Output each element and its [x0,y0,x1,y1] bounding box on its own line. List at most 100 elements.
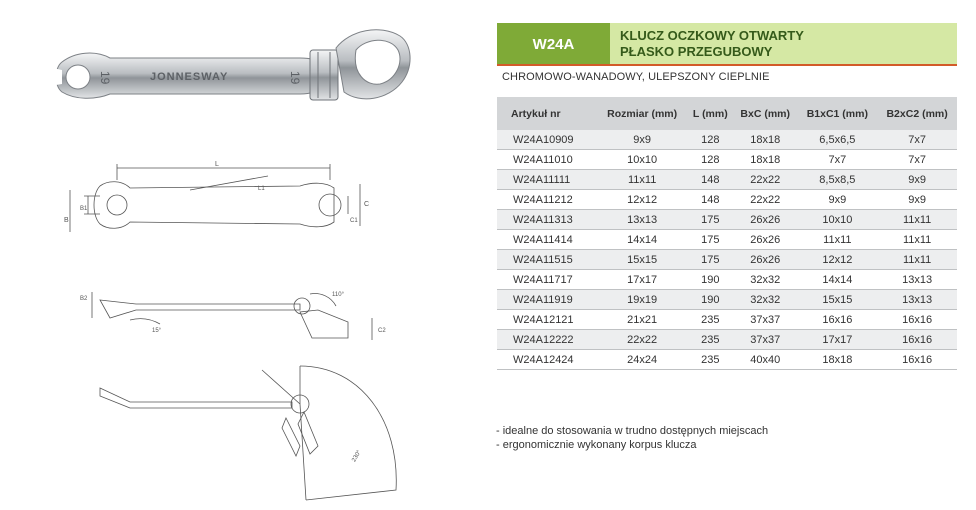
table-cell: 148 [687,169,733,190]
table-cell: 18x18 [732,149,798,170]
table-cell: 12x12 [797,249,878,270]
table-cell: 22x22 [732,189,798,210]
table-cell: 13x13 [877,269,957,290]
table-cell: 17x17 [596,269,688,290]
dim-label-b1: B1 [80,206,88,212]
angle-label-230: 230° [351,449,363,463]
table-cell: 26x26 [732,249,798,270]
col-header-size: Rozmiar (mm) [596,97,688,130]
table-cell: 148 [687,189,733,210]
brand-engraving: JONNESWAY [150,71,228,83]
rotation-drawing [99,365,397,501]
table-cell: 235 [687,349,733,370]
wrench-photo: JONNESWAY 19 19 [23,29,411,101]
table-cell: 8,5x8,5 [797,169,878,190]
table-cell: 14x14 [596,229,688,250]
table-cell: 12x12 [596,189,688,210]
table-cell: 22x22 [596,329,688,350]
table-cell: 16x16 [877,329,957,350]
col-header-b2xc2: B2xC2 (mm) [877,97,957,130]
table-cell: 26x26 [732,229,798,250]
accent-divider [497,64,957,66]
table-cell: 22x22 [732,169,798,190]
table-cell: 18x18 [732,130,798,150]
table-cell: W24A12222 [497,329,597,350]
table-cell: W24A11212 [497,189,597,210]
table-cell: 128 [687,149,733,170]
table-cell: 235 [687,329,733,350]
table-cell: 37x37 [732,329,798,350]
col-header-article: Artykuł nr [497,97,597,130]
table-cell: 6,5x6,5 [797,130,878,150]
spec-table: Artykuł nr Rozmiar (mm) L (mm) BxC (mm) … [497,97,957,370]
table-cell: 32x32 [732,289,798,310]
table-cell: 10x10 [797,209,878,230]
table-cell: W24A11414 [497,229,597,250]
table-cell: W24A11111 [497,169,597,190]
dim-label-c2: C2 [378,328,386,334]
dim-label-l: L [215,161,219,168]
table-cell: 26x26 [732,209,798,230]
table-cell: 11x11 [797,229,878,250]
dim-label-l1: L1 [258,186,265,192]
side-view-drawing [91,292,373,340]
table-cell: 7x7 [877,149,957,170]
table-cell: 10x10 [596,149,688,170]
table-cell: W24A11313 [497,209,597,230]
table-cell: W24A12121 [497,309,597,330]
table-cell: 7x7 [797,149,878,170]
table-cell: 7x7 [877,130,957,150]
dim-label-c: C [364,201,369,208]
table-cell: 175 [687,209,733,230]
table-cell: 24x24 [596,349,688,370]
table-cell: 40x40 [732,349,798,370]
size-engraving-right: 19 [288,71,302,85]
angle-label-110: 110° [332,292,345,298]
table-cell: 13x13 [596,209,688,230]
table-cell: 15x15 [797,289,878,310]
table-cell: 11x11 [877,249,957,270]
table-cell: 11x11 [596,169,688,190]
table-cell: 9x9 [596,130,688,150]
table-cell: 190 [687,269,733,290]
feature-list: - idealne do stosowania w trudno dostępn… [496,424,768,452]
table-header-row: Artykuł nr Rozmiar (mm) L (mm) BxC (mm) … [497,97,957,130]
table-cell: 16x16 [877,349,957,370]
table-cell: 9x9 [797,189,878,210]
table-cell: W24A11717 [497,269,597,290]
table-cell: 235 [687,309,733,330]
angle-label-15: 15° [152,328,162,334]
table-cell: 9x9 [877,169,957,190]
product-title-line1: KLUCZ OCZKOWY OTWARTY [620,28,804,43]
table-cell: 13x13 [877,289,957,310]
col-header-length: L (mm) [687,97,733,130]
product-title-line2: PŁASKO PRZEGUBOWY [620,44,773,59]
table-cell: 11x11 [877,229,957,250]
dim-label-b: B [64,217,69,224]
top-view-drawing [69,164,361,232]
col-header-b1xc1: B1xC1 (mm) [797,97,878,130]
table-cell: 128 [687,130,733,150]
table-cell: 14x14 [797,269,878,290]
dim-label-b2: B2 [80,296,88,302]
table-cell: 37x37 [732,309,798,330]
table-cell: 17x17 [797,329,878,350]
table-cell: 11x11 [877,209,957,230]
wrench-drawings: JONNESWAY 19 19 L B B1 C C1 L1 B2 C2 15°… [23,29,411,501]
table-cell: 18x18 [797,349,878,370]
product-title: KLUCZ OCZKOWY OTWARTY PŁASKO PRZEGUBOWY [610,23,957,65]
feature-item: - ergonomicznie wykonany korpus klucza [496,439,697,451]
table-cell: 175 [687,249,733,270]
table-cell: W24A10909 [497,130,597,150]
table-cell: W24A12424 [497,349,597,370]
